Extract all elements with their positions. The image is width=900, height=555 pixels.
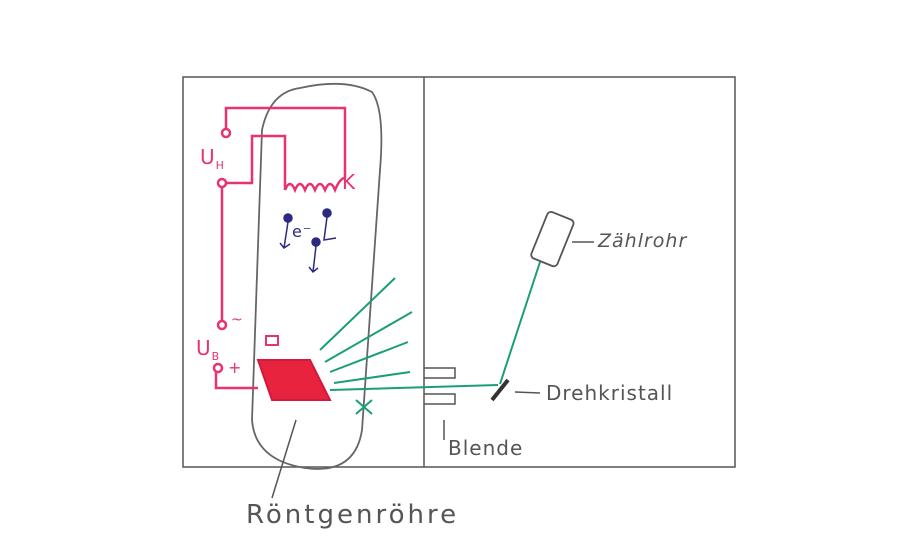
- heater-voltage-label: UH: [200, 145, 225, 172]
- xray-tube-outline: [251, 82, 383, 470]
- xray-tube-label: Röntgenröhre: [246, 500, 460, 530]
- accel-voltage-label: UB: [196, 336, 221, 363]
- anode-mark: [265, 335, 279, 346]
- electrons: [279, 208, 337, 274]
- rotating-crystal-label: Drehkristall: [546, 381, 674, 405]
- counter-tube: [530, 210, 575, 268]
- anode-plate: [256, 359, 332, 401]
- electron-label: e⁻: [292, 222, 313, 241]
- plus-mark: +: [228, 358, 243, 377]
- cathode-label: K: [342, 170, 357, 194]
- xray-beams: [319, 261, 541, 415]
- aperture-plates: [424, 367, 456, 440]
- apparatus-frame: [182, 76, 736, 468]
- counter-tube-label: Zählrohr: [598, 230, 688, 252]
- ac-mark: ~: [231, 312, 244, 328]
- aperture-label: Blende: [448, 436, 524, 460]
- rotating-crystal: [490, 378, 510, 402]
- heater-circuit: [212, 106, 347, 390]
